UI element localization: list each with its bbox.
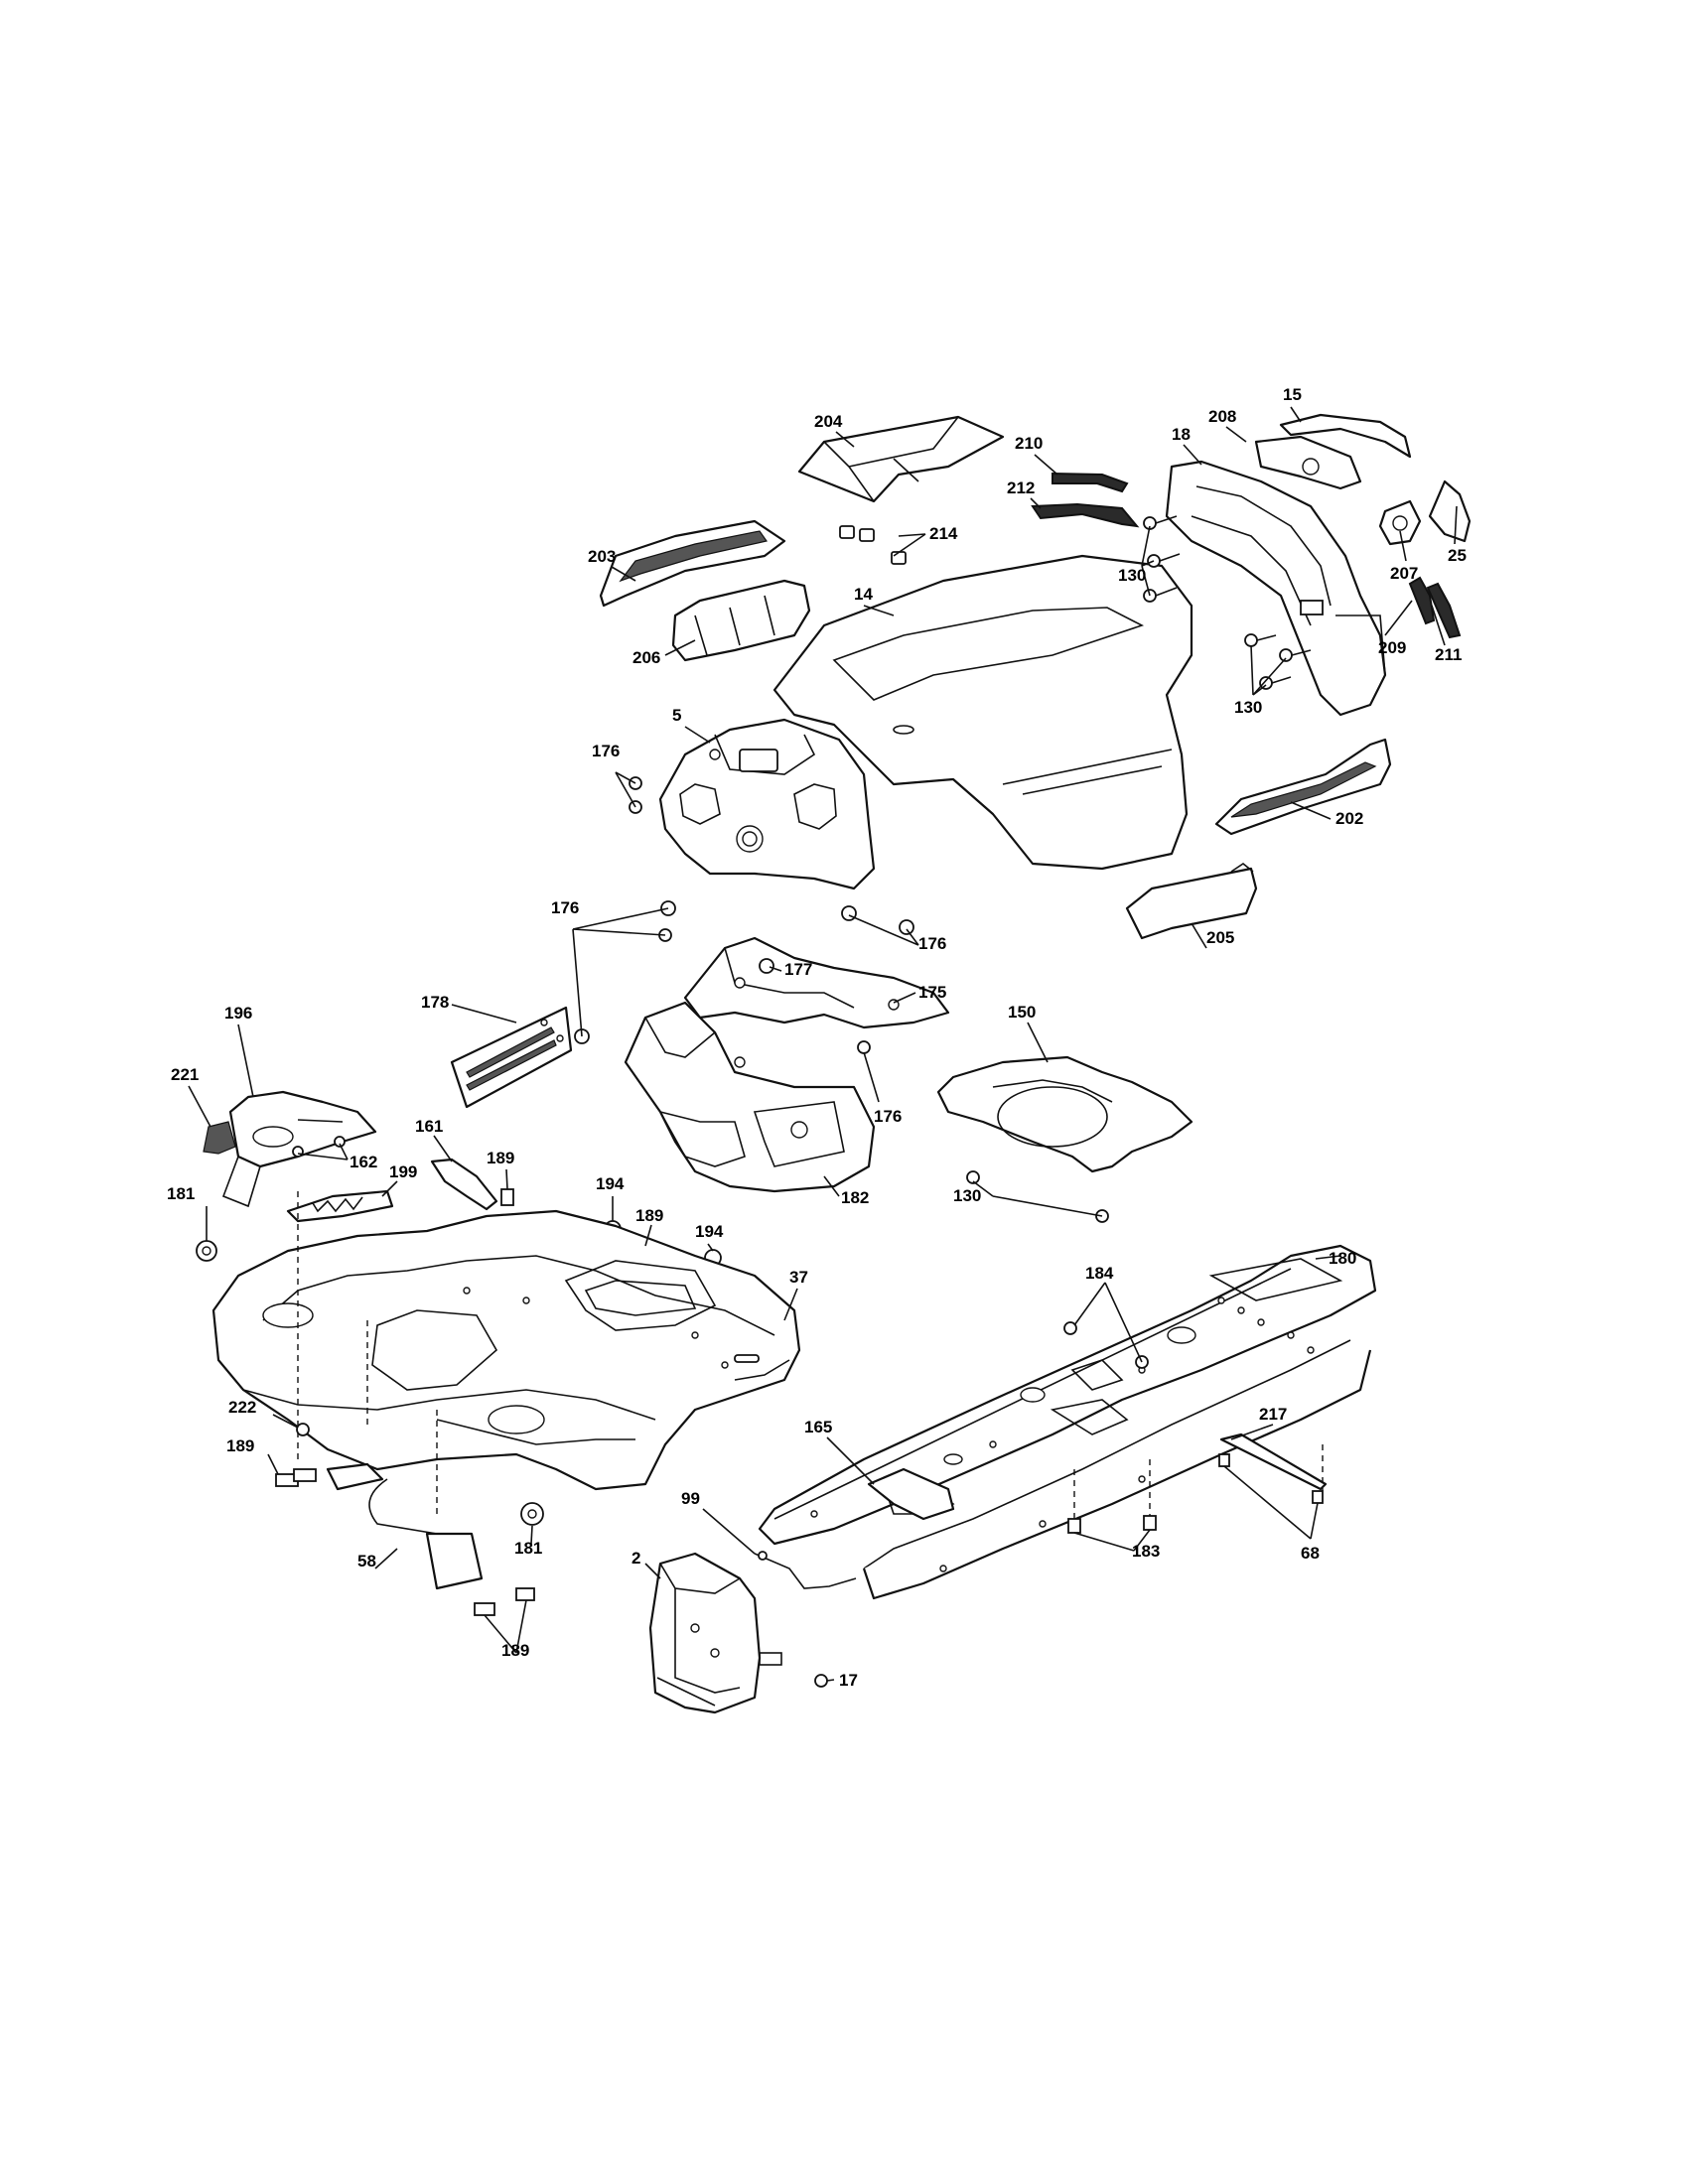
callout-130-lower: 130: [953, 1186, 981, 1205]
part-175-support-bracket: [683, 936, 950, 1029]
part-161-bracket: [430, 1158, 498, 1211]
callout-2: 2: [632, 1549, 640, 1568]
callout-199: 199: [389, 1162, 417, 1181]
callout-99: 99: [681, 1489, 700, 1508]
part-37-mount-lines: [297, 1191, 438, 1519]
part-212-decal: [1031, 502, 1140, 528]
callout-176-b: 176: [551, 898, 579, 917]
callout-206: 206: [632, 648, 660, 667]
part-2-bracket: [648, 1552, 782, 1714]
part-189-bolt-c: [275, 1468, 317, 1487]
callout-150: 150: [1008, 1003, 1036, 1022]
callout-214: 214: [929, 524, 958, 543]
callout-181-b: 181: [514, 1539, 542, 1558]
callout-194-a: 194: [596, 1174, 625, 1193]
part-177-knob: [759, 958, 774, 974]
part-221-mat: [203, 1121, 236, 1155]
callout-176-d: 176: [874, 1107, 902, 1126]
callout-211: 211: [1435, 645, 1462, 664]
callout-189-c: 189: [226, 1436, 254, 1455]
part-204-hood-cover: [797, 415, 1005, 503]
callout-184: 184: [1085, 1264, 1114, 1283]
callout-182: 182: [841, 1188, 869, 1207]
part-203-grille: [599, 519, 786, 608]
callout-222: 222: [228, 1398, 256, 1417]
part-222-nut: [296, 1423, 310, 1436]
callout-labels: 15 204 208 210 18 212 214 25 130 207 203…: [167, 385, 1467, 1690]
callout-194-b: 194: [695, 1222, 724, 1241]
part-182-lower-dash: [624, 1001, 876, 1193]
callout-203: 203: [588, 547, 616, 566]
part-210-decal: [1052, 472, 1129, 493]
callout-25: 25: [1448, 546, 1467, 565]
callout-212: 212: [1007, 478, 1035, 497]
callout-5: 5: [672, 706, 681, 725]
part-209-decal: [1408, 576, 1436, 625]
part-208-lens-housing: [1254, 435, 1362, 490]
callout-68: 68: [1301, 1544, 1320, 1563]
part-214-clips: [839, 525, 907, 565]
part-180-frame: [758, 1244, 1377, 1600]
part-165-bracket: [867, 1467, 955, 1521]
callout-165: 165: [804, 1418, 832, 1436]
leader-lines: [188, 406, 1458, 1682]
part-58-rod: [326, 1462, 484, 1590]
part-207-lamp: [1378, 499, 1422, 546]
part-196-cupholder-panel: [221, 1090, 377, 1208]
callout-180: 180: [1329, 1249, 1356, 1268]
part-181-bushing-lower: [520, 1502, 544, 1526]
callout-183: 183: [1132, 1542, 1160, 1561]
callout-208: 208: [1208, 407, 1236, 426]
callout-202: 202: [1335, 809, 1363, 828]
callout-209: 209: [1378, 638, 1406, 657]
callout-217: 217: [1259, 1405, 1287, 1424]
callout-15: 15: [1283, 385, 1302, 404]
part-178-vent-panel: [450, 1006, 573, 1109]
callout-205: 205: [1206, 928, 1234, 947]
part-199-plate: [286, 1189, 394, 1223]
callout-37: 37: [789, 1268, 808, 1287]
part-181-bushing-upper: [196, 1240, 217, 1262]
callout-18: 18: [1172, 425, 1191, 444]
part-99-link: [754, 1551, 857, 1589]
part-205-bumper-cover: [1125, 863, 1258, 940]
callout-58: 58: [357, 1552, 376, 1570]
part-189-bolt-a: [500, 1188, 514, 1206]
part-14-hood: [772, 554, 1193, 871]
callout-178: 178: [421, 993, 449, 1012]
callout-181-a: 181: [167, 1184, 195, 1203]
callout-189-b: 189: [635, 1206, 663, 1225]
part-206-bracket: [671, 579, 811, 662]
callout-221: 221: [171, 1065, 199, 1084]
part-202-front-grille: [1214, 738, 1392, 836]
part-217-rod: [1219, 1433, 1328, 1491]
callout-189-d: 189: [501, 1641, 529, 1660]
callout-14: 14: [854, 585, 873, 604]
part-211-decal: [1426, 582, 1462, 639]
callout-189-a: 189: [487, 1149, 514, 1167]
callout-210: 210: [1015, 434, 1043, 453]
callout-177: 177: [784, 960, 812, 979]
part-15-trim: [1279, 413, 1412, 459]
callout-196: 196: [224, 1004, 252, 1023]
part-189-bolt-d: [474, 1587, 535, 1616]
callout-130-upper: 130: [1118, 566, 1146, 585]
part-5-dash-panel: [658, 718, 876, 890]
callout-162: 162: [350, 1153, 377, 1171]
part-25-lens: [1428, 479, 1472, 543]
callout-204: 204: [814, 412, 843, 431]
callout-130-mid: 130: [1234, 698, 1262, 717]
callout-17: 17: [839, 1671, 858, 1690]
callout-207: 207: [1390, 564, 1418, 583]
part-18-grille-frame: [1165, 460, 1387, 717]
callout-161: 161: [415, 1117, 443, 1136]
part-17-bolt: [814, 1674, 828, 1688]
callout-176-c: 176: [918, 934, 946, 953]
callout-175: 175: [918, 983, 946, 1002]
callout-176-a: 176: [592, 742, 620, 760]
part-183-bolts: [1067, 1459, 1157, 1534]
